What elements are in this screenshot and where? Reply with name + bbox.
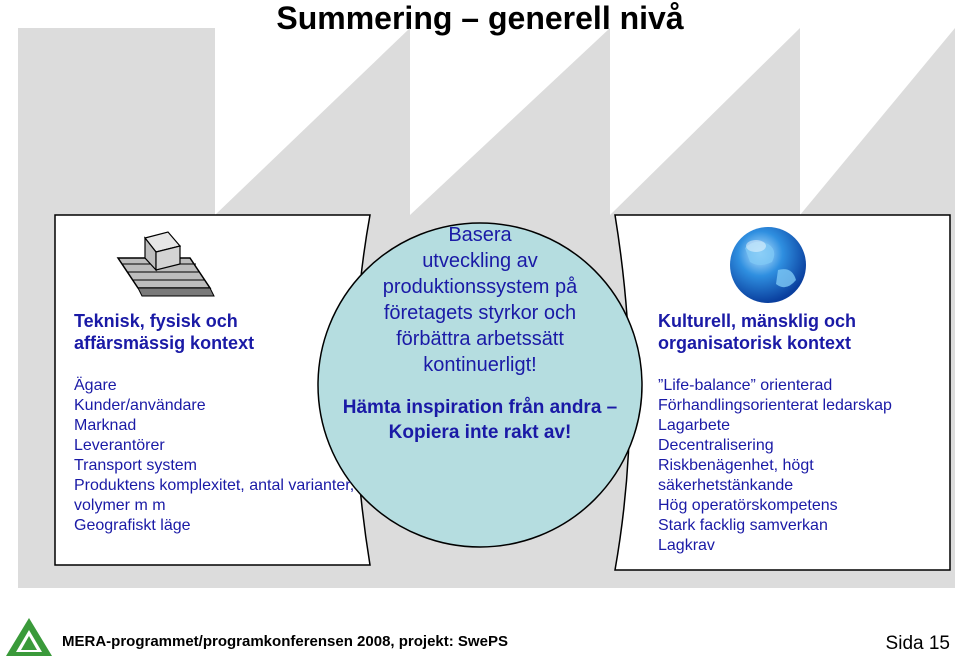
center-main-message: Basera utveckling av produktionssystem p… [320,222,640,378]
right-heading-line: organisatorisk kontext [658,333,852,353]
left-context-text: Teknisk, fysisk och affärsmässig kontext… [74,310,354,536]
left-heading: Teknisk, fysisk och affärsmässig kontext [74,310,354,354]
list-item: Produktens komplexitet, antal varianter, [74,477,355,494]
list-item: Lagarbete [658,417,731,434]
right-item-list: ”Life-balance” orienterad Förhandlingsor… [658,376,892,556]
list-item: Transport system [74,457,197,474]
page-title: Summering – generell nivå [276,0,684,36]
center-sub-message: Hämta inspiration från andra – Kopiera i… [320,395,640,445]
conveyor-box-icon [116,231,215,297]
right-heading: Kulturell, mänsklig och organisatorisk k… [658,310,892,354]
center-line: Basera [448,224,512,246]
center-line: utveckling av [422,250,538,272]
center-circle [317,222,643,548]
center-sub-line: Hämta inspiration från andra – [342,397,618,418]
page-number: Sida 15 [885,633,950,654]
center-sub-line: Kopiera inte rakt av! [388,422,572,443]
list-item: Riskbenägenhet, högt [658,457,814,474]
center-line: företagets styrkor och [383,302,577,324]
right-heading-line: Kulturell, mänsklig och [658,311,857,331]
list-item: säkerhetstänkande [658,477,794,494]
list-item: Geografiskt läge [74,517,191,534]
center-line: produktionssystem på [382,276,578,298]
list-item: Ägare [74,377,117,394]
list-item: Marknad [74,417,137,434]
center-line: förbättra arbetssätt [396,328,564,350]
list-item: Hög operatörskompetens [658,497,838,514]
right-context-text: Kulturell, mänsklig och organisatorisk k… [658,310,892,556]
left-heading-line: affärsmässig kontext [74,333,255,353]
list-item: Decentralisering [658,437,774,454]
left-heading-line: Teknisk, fysisk och [74,311,238,331]
center-line: kontinuerligt! [423,354,537,376]
list-item: Förhandlingsorienterat ledarskap [658,397,892,414]
list-item: ”Life-balance” orienterad [658,377,833,394]
list-item: volymer m m [74,497,166,514]
globe-icon [730,227,806,303]
left-item-list: Ägare Kunder/användare Marknad Leverantö… [74,376,354,536]
mera-logo-icon [6,618,52,656]
list-item: Stark facklig samverkan [658,517,828,534]
footer-text: MERA-programmet/programkonferensen 2008,… [62,633,508,650]
list-item: Leverantörer [74,437,165,454]
list-item: Lagkrav [658,537,715,554]
list-item: Kunder/användare [74,397,206,414]
